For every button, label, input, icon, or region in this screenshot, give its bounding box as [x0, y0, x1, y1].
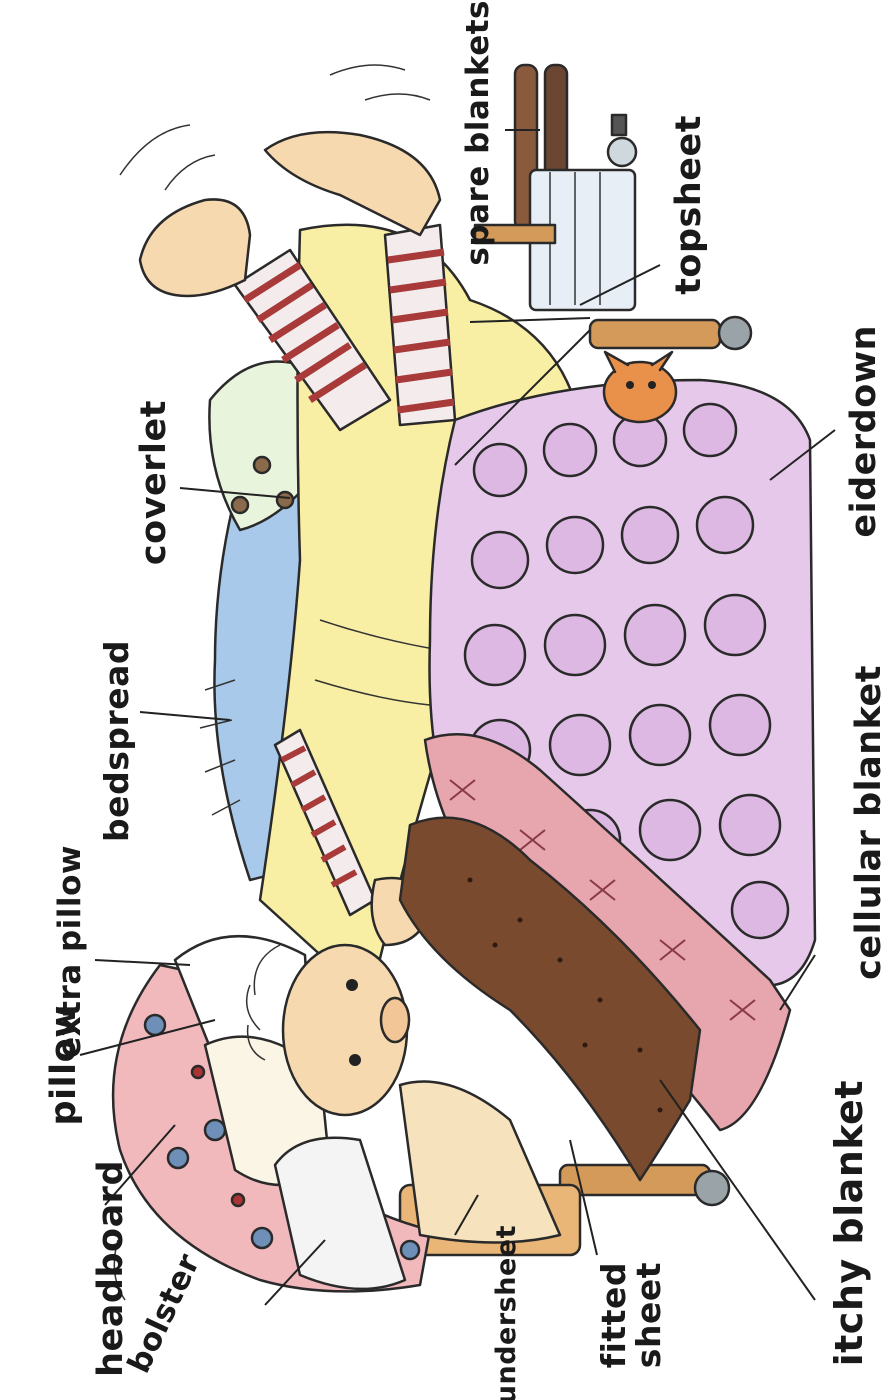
cat-illustration [604, 352, 676, 422]
label-coverlet: coverlet [134, 400, 174, 565]
label-fitted-sheet-line2: sheet [629, 1262, 668, 1368]
label-spare-blankets: spare blankets [460, 0, 496, 266]
spare-blankets-illustration [475, 65, 635, 310]
label-eiderdown: eiderdown [844, 325, 881, 538]
label-bolster: bolster [121, 1248, 207, 1379]
label-itchy-blanket: itchy blanket [827, 1080, 871, 1366]
label-pillow: pillow [44, 1005, 84, 1125]
label-topsheet: topsheet [669, 115, 709, 295]
label-bedspread: bedspread [97, 640, 136, 842]
label-cellular-blanket: cellular blanket [849, 665, 881, 980]
label-fitted-sheet-line1: fitted [594, 1262, 633, 1368]
label-undersheet: undersheet [491, 1225, 522, 1400]
light-bulb-icon [608, 115, 636, 166]
label-headboard: headboard [91, 1160, 131, 1377]
undersheet-illustration [400, 1082, 560, 1243]
